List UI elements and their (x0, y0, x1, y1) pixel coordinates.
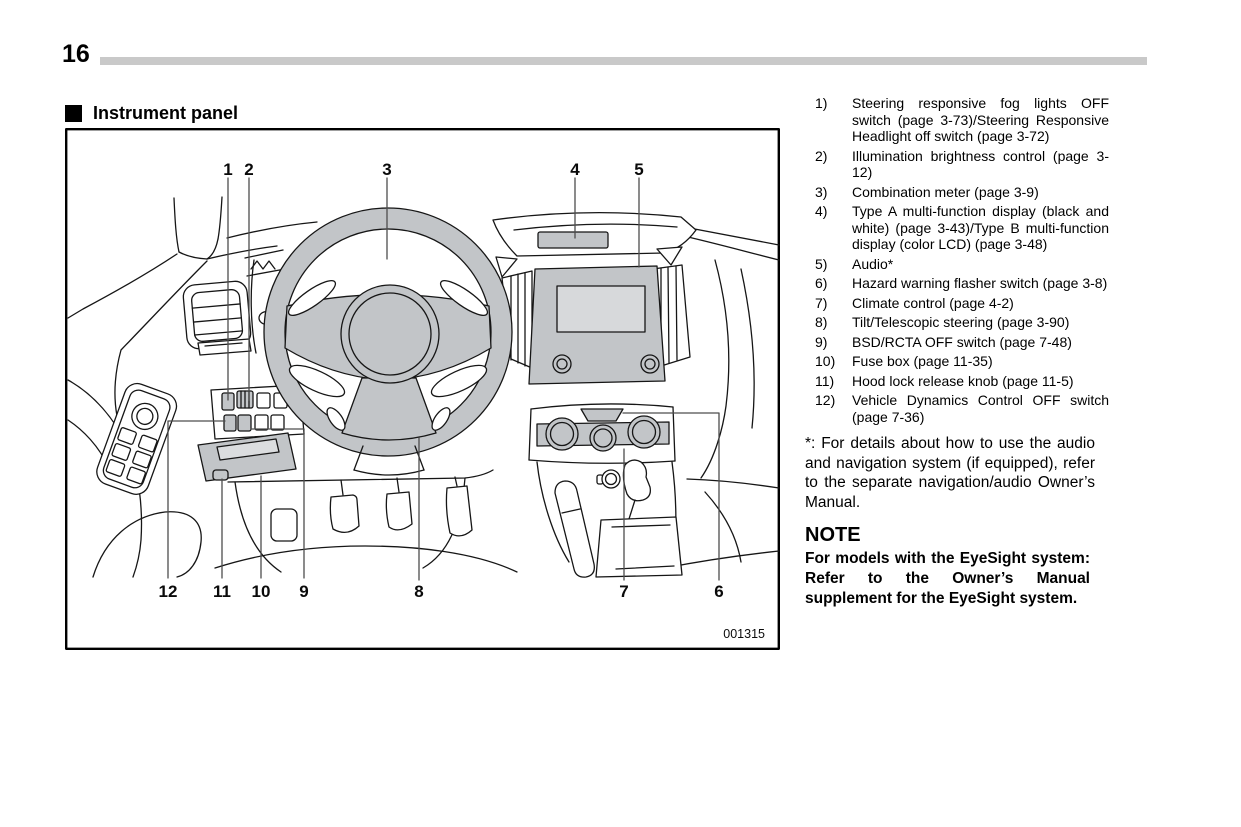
legend-item-number: 11) (815, 372, 835, 389)
legend-item-number: 9) (815, 333, 828, 350)
legend-item-text: BSD/RCTA OFF switch (page 7-48) (852, 333, 1072, 350)
legend-item-text: Climate control (page 4-2) (852, 294, 1014, 311)
legend-item-text: Steering responsive fog lights OFF switc… (852, 95, 1109, 144)
figure-code: 001315 (723, 627, 765, 641)
callout-6: 6 (714, 582, 723, 601)
section-heading: Instrument panel (65, 103, 238, 124)
legend-item-text: Audio* (852, 255, 894, 272)
climate-controls (528, 403, 676, 464)
vdc-off-switch (223, 414, 237, 432)
instrument-panel-figure: 1 2 3 4 5 12 11 10 9 8 7 6 001315 (65, 128, 780, 650)
window-switch-panel (96, 382, 178, 495)
leader-lines (167, 177, 720, 581)
callout-labels: 1 2 3 4 5 12 11 10 9 8 7 6 (159, 160, 724, 601)
shifter-area (554, 459, 683, 578)
legend-item: 11) Hood lock release knob (page 11-5) (815, 373, 1155, 390)
legend-item: 6) Hazard warning flasher switch (page 3-… (815, 275, 1155, 292)
center-stack (492, 212, 697, 385)
callout-12: 12 (159, 582, 178, 601)
legend-item-text: Tilt/Telescopic steering (page 3-90) (852, 314, 1070, 330)
callout-9: 9 (299, 582, 308, 601)
instrument-panel-diagram: 1 2 3 4 5 12 11 10 9 8 7 6 001315 (65, 128, 780, 650)
legend-item-number: 12) (815, 392, 836, 408)
legend-item: 9) BSD/RCTA OFF switch (page 7-48) (815, 334, 1155, 351)
callout-3: 3 (382, 160, 391, 179)
bsd-rcta-off-switch (237, 414, 252, 432)
lower-spoke (341, 377, 437, 441)
legend-item-number: 1) (815, 95, 828, 111)
mirror-switch-knob (131, 402, 159, 431)
hazard-switch (580, 408, 624, 422)
page-number: 16 (62, 40, 90, 68)
legend-item: 10) Fuse box (page 11-35) (815, 353, 1155, 370)
callout-10: 10 (252, 582, 271, 601)
parking-brake-lever (554, 480, 595, 578)
section-marker-icon (65, 105, 82, 122)
legend-item-text: Combination meter (page 3-9) (852, 183, 1039, 200)
callout-2: 2 (244, 160, 253, 179)
legend-item-number: 10) (815, 353, 836, 369)
note-title: NOTE (805, 524, 861, 546)
audio-footnote: *: For details about how to use the audi… (805, 435, 1095, 511)
legend: 1) Steering responsive fog lights OFF swi… (815, 95, 1155, 425)
fuse-box-tray (197, 432, 297, 482)
legend-item-text: Fuse box (page 11-35) (852, 353, 993, 369)
audio-screen (556, 285, 646, 333)
below-vent-slot-line (204, 342, 243, 347)
legend-item: 1) Steering responsive fog lights OFF swi… (815, 95, 1155, 145)
hood-lock-release-knob (212, 469, 229, 481)
legend-item-text: Hood lock release knob (page 11-5) (852, 372, 1074, 389)
legend-item: 4) Type A multi-function display (black a… (815, 203, 1155, 253)
legend-item-number: 7) (815, 294, 828, 311)
legend-item: 3) Combination meter (page 3-9) (815, 184, 1155, 201)
callout-1: 1 (223, 160, 232, 179)
legend-item-number: 3) (815, 183, 828, 200)
steering-hub (340, 284, 440, 384)
callout-5: 5 (634, 160, 643, 179)
legend-item-number: 2) (815, 147, 828, 164)
legend-item-number: 8) (815, 314, 828, 330)
gear-shift-knob (622, 459, 651, 502)
legend-item: 12) Vehicle Dynamics Control OFF switch (… (815, 392, 1155, 425)
section-title: Instrument panel (93, 103, 239, 123)
callout-11: 11 (213, 582, 231, 601)
legend-item-number: 4) (815, 203, 828, 219)
legend-item: 5) Audio* (815, 256, 1155, 273)
legend-item-number: 6) (815, 275, 828, 291)
header-rule (100, 57, 1147, 65)
legend-item-text: Type A multi-function display (black and… (852, 203, 1109, 252)
steering-wheel (263, 207, 513, 476)
legend-item: 8) Tilt/Telescopic steering (page 3-90) (815, 314, 1155, 331)
multi-function-display (537, 231, 609, 249)
legend-item-text: Vehicle Dynamics Control OFF switch (pag… (852, 392, 1109, 425)
audio-knob-right (640, 354, 660, 374)
legend-item: 2) Illumination brightness control (page … (815, 148, 1155, 181)
callout-8: 8 (414, 582, 423, 601)
note-body: For models with the EyeSight system: Ref… (805, 550, 1090, 607)
dashboard-outline (67, 196, 780, 578)
audio-knob-left (552, 354, 572, 374)
shift-gate (595, 516, 683, 578)
legend-column: 1) Steering responsive fog lights OFF swi… (805, 95, 1155, 609)
driver-switch-panel (210, 384, 305, 440)
legend-item: 7) Climate control (page 4-2) (815, 295, 1155, 312)
callout-7: 7 (619, 582, 628, 601)
legend-item-text: Hazard warning flasher switch (page 3-8) (852, 275, 1108, 291)
legend-item-text: Illumination brightness control (page 3-… (852, 147, 1109, 181)
legend-item-number: 5) (815, 255, 828, 272)
power-outlet (601, 469, 621, 489)
callout-4: 4 (570, 160, 580, 179)
